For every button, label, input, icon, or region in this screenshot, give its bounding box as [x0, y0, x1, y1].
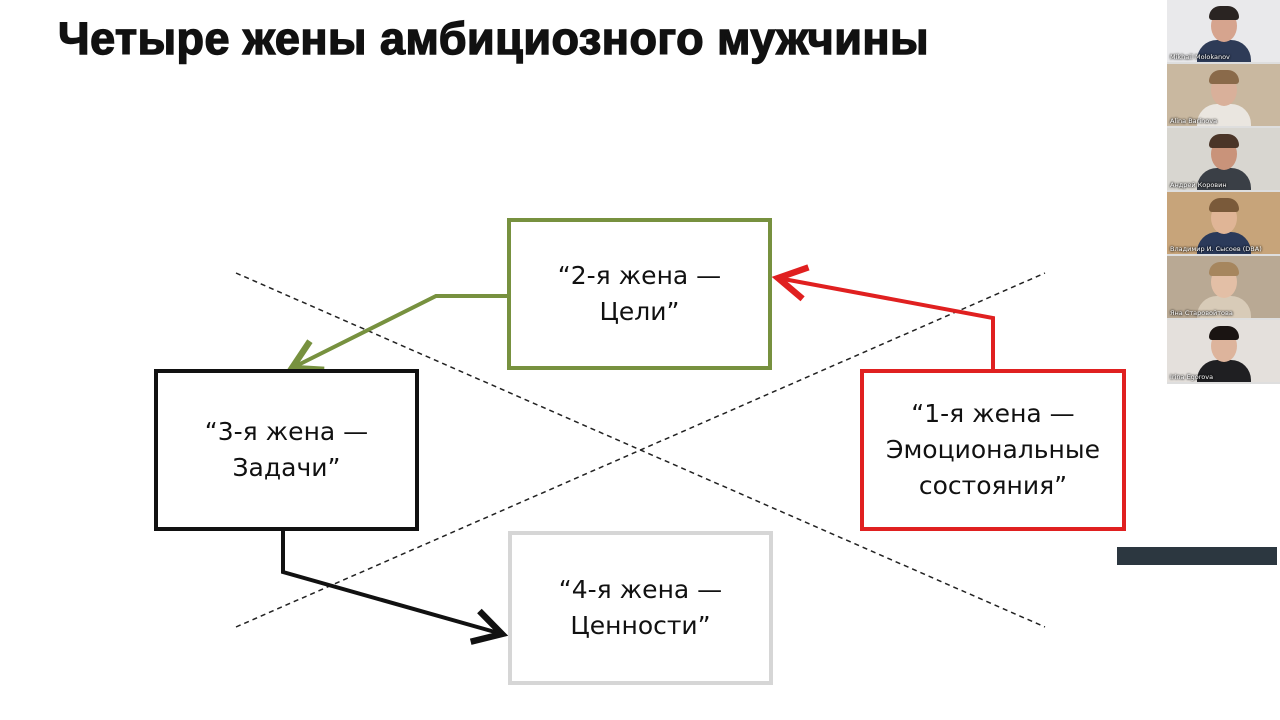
- participant-name: Яна Старовойтова: [1170, 309, 1233, 317]
- video-tile-participant[interactable]: Яна Старовойтова: [1167, 256, 1280, 318]
- slide-title: Четыре жены амбициозного мужчины: [57, 13, 930, 64]
- box-second-wife-goals: “2-я жена — Цели”: [507, 218, 772, 370]
- dashed-diagonal-up: [235, 272, 1046, 628]
- participant-name: Mikhail Molokanov: [1170, 53, 1230, 61]
- box-tasks-line1: “3-я жена —: [204, 417, 369, 446]
- participants-video-panel: Mikhail Molokanov Alina Barinova Андрей …: [1167, 0, 1280, 384]
- box-values-line2: Ценности”: [570, 611, 711, 640]
- box-emotions-line1: “1-я жена —: [911, 399, 1075, 428]
- participant-name: Irina Egorova: [1170, 373, 1214, 381]
- arrow-goals-to-tasks: [286, 294, 507, 373]
- box-emotions-line2: Эмоциональные: [885, 435, 1100, 464]
- box-third-wife-tasks: “3-я жена — Задачи”: [154, 369, 419, 531]
- participant-name: Alina Barinova: [1170, 117, 1218, 125]
- video-tile-participant[interactable]: Mikhail Molokanov: [1167, 0, 1280, 62]
- box-tasks-line2: Задачи”: [232, 453, 341, 482]
- box-first-wife-emotions: “1-я жена — Эмоциональные состояния”: [860, 369, 1126, 531]
- video-tile-participant[interactable]: Владимир И. Сысоев (DBA): [1167, 192, 1280, 254]
- box-goals-line2: Цели”: [599, 297, 680, 326]
- participant-name: Андрей Коровин: [1170, 181, 1227, 189]
- participant-name: Владимир И. Сысоев (DBA): [1170, 245, 1262, 253]
- video-tile-participant[interactable]: Irina Egorova: [1167, 320, 1280, 382]
- box-values-line1: “4-я жена —: [558, 575, 723, 604]
- video-tile-participant[interactable]: Alina Barinova: [1167, 64, 1280, 126]
- box-fourth-wife-values: “4-я жена — Ценности”: [508, 531, 773, 685]
- minimized-toolbar[interactable]: [1117, 547, 1277, 565]
- box-emotions-line3: состояния”: [918, 471, 1068, 500]
- video-tile-participant[interactable]: Андрей Коровин: [1167, 128, 1280, 190]
- arrow-tasks-to-values: [281, 531, 509, 645]
- arrow-emotions-to-goals: [771, 264, 995, 369]
- box-goals-line1: “2-я жена —: [557, 261, 722, 290]
